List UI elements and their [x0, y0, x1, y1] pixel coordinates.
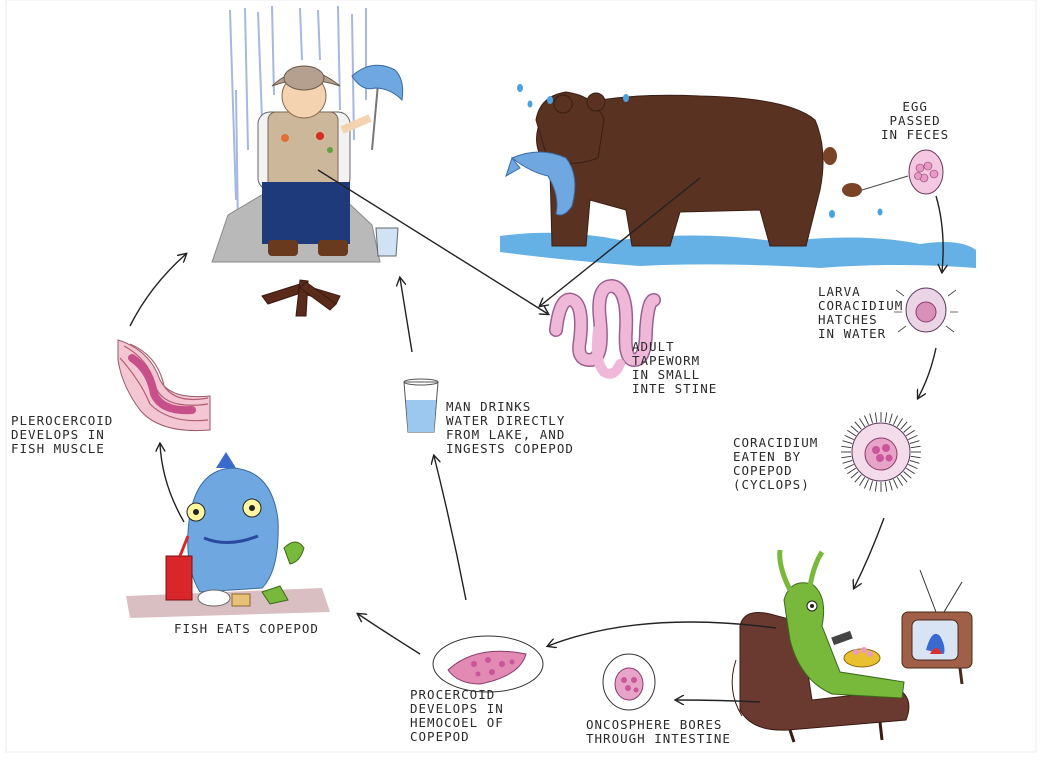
oncosphere-illustration — [603, 654, 655, 710]
label-line: IN WATER — [818, 327, 903, 341]
label-plerocercoid: PLEROCERCOID DEVELOPS IN FISH MUSCLE — [11, 414, 113, 456]
label-line: IN FECES — [881, 128, 949, 142]
label-man-drinks: MAN DRINKS WATER DIRECTLY FROM LAKE, AND… — [446, 400, 574, 456]
label-line: LARVA — [818, 285, 903, 299]
label-line: COPEPOD — [733, 464, 818, 478]
label-line: MAN DRINKS — [446, 400, 574, 414]
label-line: HATCHES — [818, 313, 903, 327]
label-coracidium-eaten: CORACIDIUM EATEN BY COPEPOD (CYCLOPS) — [733, 436, 818, 492]
label-line: ADULT — [632, 340, 717, 354]
label-line: TAPEWORM — [632, 354, 717, 368]
label-line: ONCOSPHERE BORES — [586, 718, 731, 732]
label-line: HEMOCOEL OF — [410, 716, 504, 730]
label-line: WATER DIRECTLY — [446, 414, 574, 428]
label-line: PROCERCOID — [410, 688, 504, 702]
label-fish-eats-copepod: FISH EATS COPEPOD — [174, 622, 319, 636]
label-line: INGESTS COPEPOD — [446, 442, 574, 456]
label-line: EATEN BY — [733, 450, 818, 464]
label-line: PLEROCERCOID — [11, 414, 113, 428]
label-line: FISH MUSCLE — [11, 442, 113, 456]
label-line: COPEPOD — [410, 730, 504, 744]
label-procercoid: PROCERCOID DEVELOPS IN HEMOCOEL OF COPEP… — [410, 688, 504, 744]
label-line: PASSED — [881, 114, 949, 128]
label-line: DEVELOPS IN — [11, 428, 113, 442]
label-line: DEVELOPS IN — [410, 702, 504, 716]
label-line: IN SMALL — [632, 368, 717, 382]
label-line: (CYCLOPS) — [733, 478, 818, 492]
label-line: THROUGH INTESTINE — [586, 732, 731, 746]
label-larva-hatches: LARVA CORACIDIUM HATCHES IN WATER — [818, 285, 903, 341]
label-line: INTE STINE — [632, 382, 717, 396]
label-line: CORACIDIUM — [733, 436, 818, 450]
label-line: CORACIDIUM — [818, 299, 903, 313]
label-adult-tapeworm: ADULT TAPEWORM IN SMALL INTE STINE — [632, 340, 717, 396]
label-oncosphere: ONCOSPHERE BORES THROUGH INTESTINE — [586, 718, 731, 746]
procercoid-illustration — [433, 636, 543, 692]
label-line: EGG — [881, 100, 949, 114]
label-line: FROM LAKE, AND — [446, 428, 574, 442]
label-line: FISH EATS COPEPOD — [174, 622, 319, 636]
label-egg-passed: EGG PASSED IN FECES — [881, 100, 949, 142]
water-glass-illustration — [404, 379, 438, 432]
